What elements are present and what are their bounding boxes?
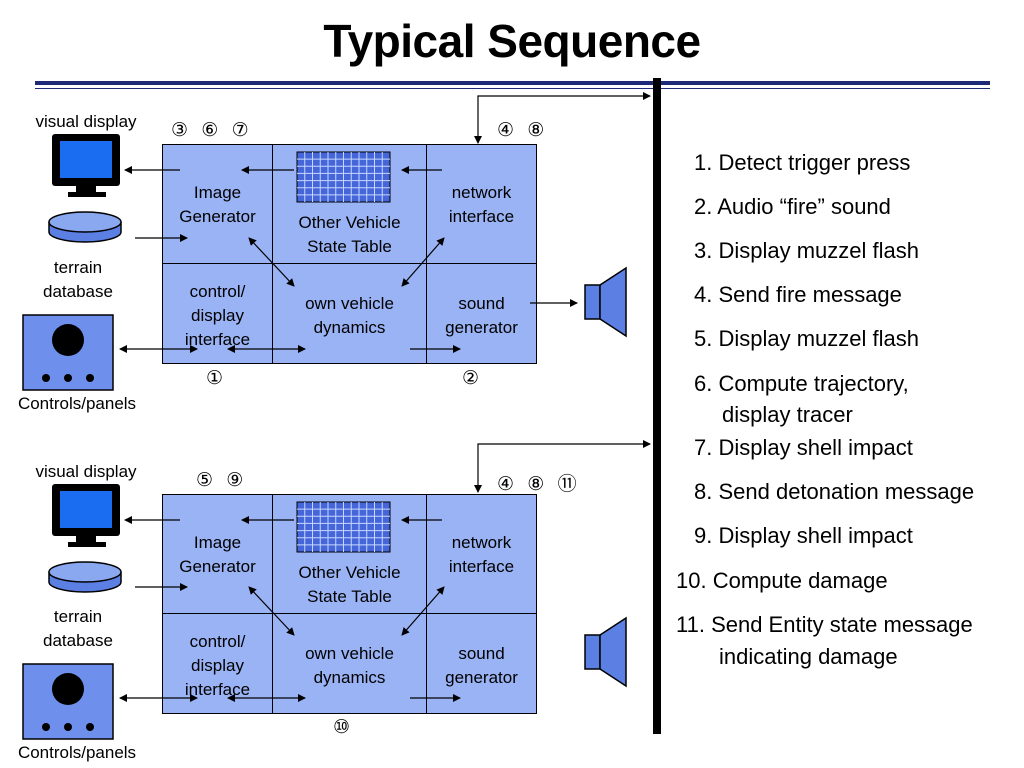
flow-arrows: [119, 440, 651, 702]
visual-display-label: visual display: [35, 462, 137, 481]
controls-panels-label: Controls/panels: [17, 394, 137, 413]
step-item: 9. Display shell impact: [694, 523, 913, 548]
step-item: 4. Send fire message: [694, 282, 902, 307]
marker-image-generator: ③ ⑥ ⑦: [171, 120, 253, 141]
marker-image-generator: ⑤ ⑨: [196, 470, 248, 491]
controls-panels-label: Controls/panels: [17, 743, 137, 762]
step-item: 11. Send Entity state message: [676, 612, 973, 637]
step-item: 1. Detect trigger press: [694, 150, 911, 175]
title-rule: [35, 81, 990, 85]
marker-control-display: ①: [206, 368, 228, 389]
step-item: 5. Display muzzel flash: [694, 326, 919, 351]
database-icon: [48, 211, 122, 243]
monitor-icon: [52, 134, 120, 197]
control-panel-icon: [22, 314, 114, 391]
marker-sound-generator: ②: [462, 368, 484, 389]
step-item-continuation: display tracer: [722, 402, 853, 427]
marker-own-vehicle-dynamics: ⑩: [333, 717, 355, 738]
visual-display-label: visual display: [35, 112, 137, 131]
title-rule-thin: [35, 88, 990, 89]
speaker-icon: [584, 616, 627, 688]
step-item: 10. Compute damage: [676, 568, 888, 593]
database-icon: [48, 561, 122, 593]
flow-arrows: [119, 92, 651, 353]
step-item: 7. Display shell impact: [694, 435, 913, 460]
step-item: 8. Send detonation message: [694, 479, 975, 504]
slide-title: Typical Sequence: [323, 15, 701, 67]
step-item: 3. Display muzzel flash: [694, 238, 919, 263]
step-item-continuation: indicating damage: [719, 644, 898, 669]
step-item: 2. Audio “fire” sound: [694, 194, 891, 219]
monitor-icon: [52, 484, 120, 547]
grid-table-icon: [296, 501, 391, 553]
step-item: 6. Compute trajectory,: [694, 371, 909, 396]
grid-table-icon: [296, 151, 391, 203]
control-panel-icon: [22, 663, 114, 740]
separator-bar: [653, 78, 661, 734]
speaker-icon: [584, 266, 627, 338]
